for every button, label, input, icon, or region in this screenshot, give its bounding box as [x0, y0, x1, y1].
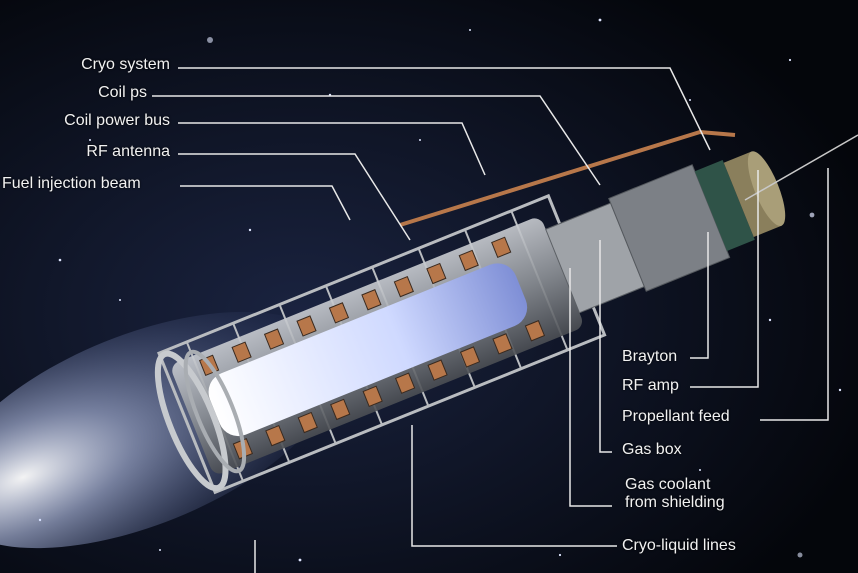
label-gas-box: Gas box — [622, 441, 682, 458]
label-gas-coolant: Gas coolant from shielding — [625, 476, 725, 511]
engine-body — [154, 151, 786, 495]
label-cryo-system: Cryo system — [81, 56, 170, 73]
label-cryo-liquid-lines: Cryo-liquid lines — [622, 537, 736, 554]
starfield — [38, 18, 842, 562]
label-rf-antenna: RF antenna — [86, 143, 170, 160]
cryo-copper-line — [399, 129, 736, 227]
label-coil-power-bus: Coil power bus — [64, 112, 170, 129]
label-rf-amp: RF amp — [622, 377, 679, 394]
propellant-feed-line — [744, 134, 858, 201]
leader-lines — [152, 67, 829, 573]
label-fuel-injection-beam: Fuel injection beam — [2, 175, 141, 192]
label-coil-ps: Coil ps — [98, 84, 147, 101]
label-propellant-feed: Propellant feed — [622, 408, 730, 425]
label-brayton: Brayton — [622, 348, 678, 365]
